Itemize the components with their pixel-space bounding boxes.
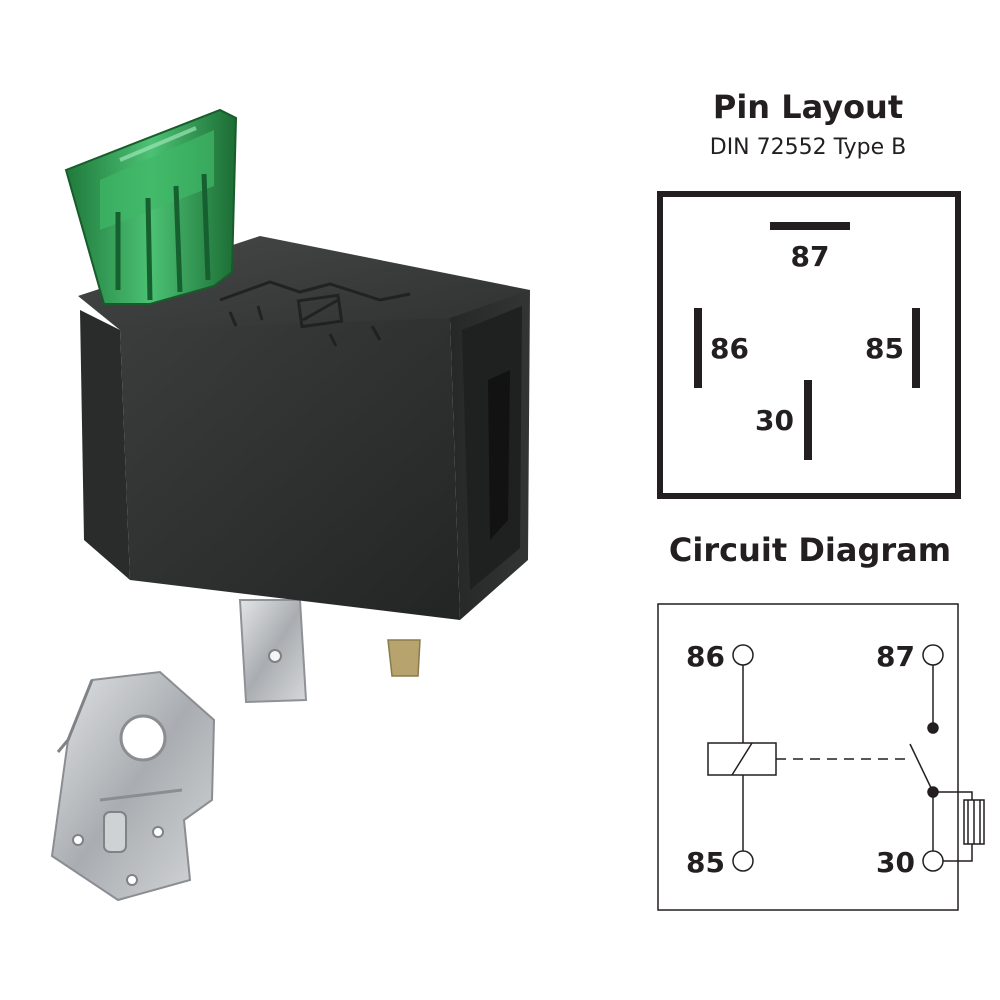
circuit-diagram-title: Circuit Diagram [669,531,951,569]
fuse-icon [64,108,238,305]
switch-circuit [909,644,985,872]
pin-86-bar [694,308,702,388]
coil-circuit [707,644,910,872]
terminal-86-label: 86 [686,640,725,673]
terminal-30-label: 30 [876,846,915,879]
switch-contact-icon [909,743,934,793]
pin-30-label: 30 [755,404,794,437]
pin-30-bar [804,380,812,460]
blade-terminal-icon [238,599,421,704]
pin-layout-box: 87 86 85 30 [657,191,961,499]
pin-85-label: 85 [865,332,904,365]
terminal-87-label: 87 [876,640,915,673]
pin-87-bar [770,222,850,230]
relay-body-side [80,310,130,580]
pin-86-label: 86 [710,332,749,365]
pin-87-label: 87 [791,240,830,273]
relay-body-front [120,318,460,620]
pin-layout-title: Pin Layout [713,88,903,126]
circuit-diagram-box: 86 87 85 30 [657,603,985,911]
pin-layout-subtitle: DIN 72552 Type B [710,135,906,160]
pin-85-bar [912,308,920,388]
mounting-bracket-icon [50,670,216,902]
relay-photo [64,108,530,704]
relay-top-embossing [219,280,411,347]
terminal-85-label: 85 [686,846,725,879]
